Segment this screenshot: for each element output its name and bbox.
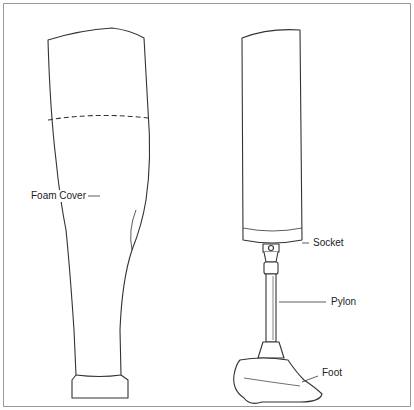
part-label: Socket [312, 237, 345, 249]
part-label: Foot [321, 367, 343, 379]
cover-contour [131, 210, 136, 250]
adapter-clamp [264, 252, 278, 262]
cover-dashline [48, 115, 148, 120]
foam-cover [48, 28, 150, 398]
part-label: Pylon [330, 296, 357, 308]
part-label: Foam Cover [30, 190, 87, 202]
pylon [266, 274, 276, 342]
frame [4, 4, 411, 407]
leader-line [279, 302, 326, 303]
leader-line [88, 196, 100, 197]
socket [242, 30, 302, 243]
cover-cuff [76, 375, 121, 377]
socket-rim [243, 228, 302, 231]
adapter-bolt [269, 246, 274, 251]
foot-contour [244, 378, 300, 386]
foot-adapter [258, 342, 284, 358]
leader-line [302, 376, 318, 382]
pylon-clamp [264, 262, 278, 274]
pylon-highlight [273, 276, 274, 340]
leader-line [302, 243, 309, 244]
foot [234, 358, 322, 403]
adapter [263, 244, 279, 252]
